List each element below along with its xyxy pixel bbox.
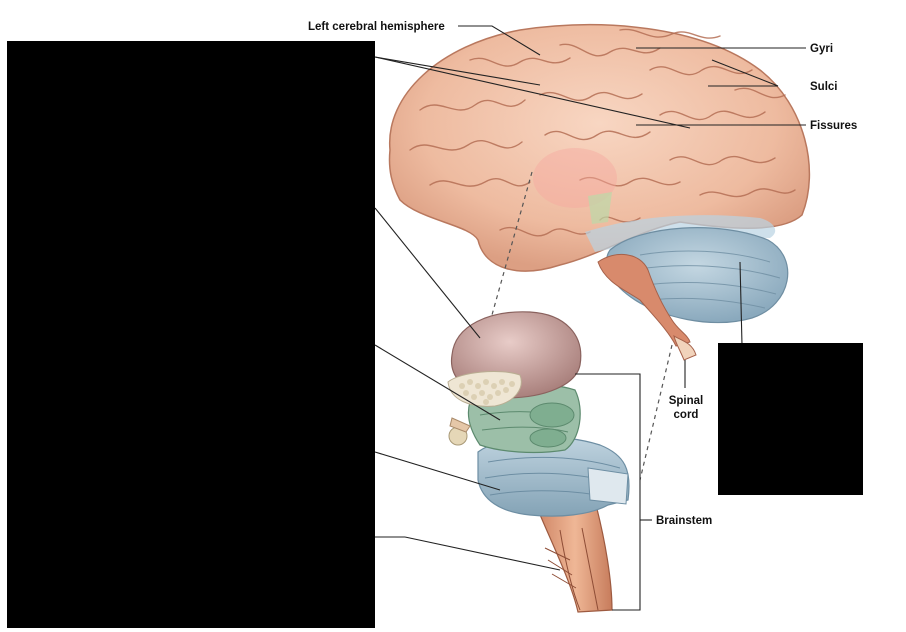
label-left-cerebral-hemisphere: Left cerebral hemisphere: [308, 21, 445, 33]
redacted-right-box: [718, 343, 863, 495]
cerebrum: [388, 24, 811, 361]
redacted-left-panel: [7, 41, 375, 628]
leader-lines: [374, 25, 806, 611]
label-fissures: Fissures: [810, 120, 857, 132]
label-sulci: Sulci: [810, 81, 837, 93]
dashed-guides: [489, 171, 673, 481]
label-spinal-cord-line1: Spinal: [669, 395, 704, 407]
label-spinal-cord-line2: cord: [674, 409, 699, 421]
label-gyri: Gyri: [810, 43, 833, 55]
label-brainstem: Brainstem: [656, 515, 712, 527]
brainstem-detail: [447, 311, 630, 613]
